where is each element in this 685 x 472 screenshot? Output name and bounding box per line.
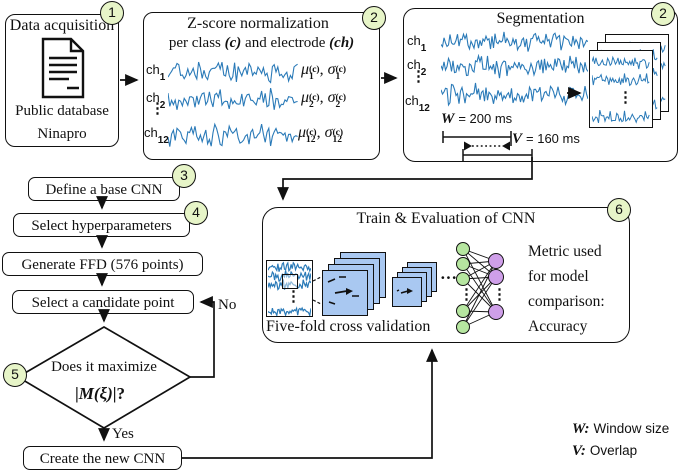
seg-channel-1: ch1 <box>407 33 427 54</box>
nn-output-node <box>488 269 504 285</box>
badge-4: 4 <box>184 201 208 225</box>
document-icon <box>41 37 85 99</box>
train-eval-title: Train & Evaluation of CNN <box>356 210 536 227</box>
public-database-label: Public database <box>15 103 109 119</box>
no-branch-label: No <box>218 297 237 313</box>
arrow-no-loop <box>190 296 215 378</box>
data-acquisition-title: Data acquisition <box>9 17 115 34</box>
emg-trace <box>441 82 588 107</box>
decision-diamond <box>16 326 192 429</box>
nn-input-node <box>456 242 470 256</box>
arrow-seg-to-train <box>277 157 533 201</box>
cdots: ··· <box>440 268 458 287</box>
zscore-subtitle: per class (c) and electrode (ch) <box>168 35 355 51</box>
feature-map-front <box>322 270 368 316</box>
emg-trace <box>168 87 298 110</box>
legend-overlap: V: Overlap <box>572 443 638 459</box>
channel-label-12: ch12 <box>144 125 169 146</box>
mu-sigma-12: μ(c)12, σ(c)12 <box>298 124 344 145</box>
feature-map-front <box>392 277 422 307</box>
mu-sigma-2: μ(c)2, σ(c)2 <box>301 89 347 110</box>
feature-marks <box>327 276 359 305</box>
decision-text-line2: |M(ξ)|? <box>74 384 126 403</box>
ninapro-label: Ninapro <box>37 126 87 142</box>
seg-channel-12: ch12 <box>405 93 430 114</box>
emg-trace <box>441 31 588 52</box>
nn-output-node <box>488 304 504 320</box>
window-size-label: W = 200 ms <box>441 111 513 127</box>
zscore-box <box>143 12 380 160</box>
step-create-new-cnn: Create the new CNN <box>23 446 182 470</box>
segment-frame-front: ⋮ <box>589 50 653 128</box>
nn-output-node <box>488 253 504 269</box>
nn-input-node <box>456 257 470 271</box>
badge-2-segmentation: 2 <box>651 2 675 26</box>
segmentation-title: Segmentation <box>496 10 585 27</box>
feature-marks <box>396 288 413 294</box>
kernel-window <box>282 274 298 289</box>
nn-input-node <box>456 320 470 334</box>
badge-6: 6 <box>607 198 631 222</box>
seg-channel-2: ch2 <box>407 57 427 78</box>
badge-1: 1 <box>100 1 124 25</box>
zscore-title: Z-score normalization <box>187 15 329 32</box>
step-select-hyperparameters: Select hyperparameters <box>13 213 190 237</box>
input-signal-image: ⋮ <box>266 260 313 317</box>
overlap-label: V = 160 ms <box>512 131 580 147</box>
cross-validation-caption: Five-fold cross validation <box>266 318 431 335</box>
channel-label-2: ch2 <box>146 90 166 111</box>
emg-trace <box>168 61 298 84</box>
channel-ellipsis: ⋮ <box>150 101 165 117</box>
emg-trace <box>441 54 588 79</box>
step-select-candidate: Select a candidate point <box>12 290 194 314</box>
decision-text-line1: Does it maximize <box>51 359 157 375</box>
input-ellipsis: ⋮ <box>286 289 301 305</box>
badge-3: 3 <box>172 164 196 188</box>
frame-ellipsis: ⋮ <box>618 90 633 106</box>
nn-input-ellipsis: ⋮ <box>459 287 474 303</box>
step-define-base-cnn: Define a base CNN <box>28 177 180 201</box>
step-generate-ffd: Generate FFD (576 points) <box>2 252 203 276</box>
nn-input-node <box>456 272 470 286</box>
metric-text: Metric used for model comparison: Accura… <box>528 243 605 335</box>
yes-branch-label: Yes <box>112 426 134 442</box>
nn-output-ellipsis: ⋮ <box>492 287 507 303</box>
seg-channel-ellipsis: ⋮ <box>411 69 426 85</box>
emg-trace <box>168 122 298 147</box>
nn-input-node <box>456 304 470 318</box>
badge-5: 5 <box>3 363 27 387</box>
channel-label-1: ch1 <box>146 62 166 83</box>
mu-sigma-1: μ(c)1, σ(c)1 <box>301 61 347 82</box>
badge-2-zscore: 2 <box>362 6 386 30</box>
arrow-create-to-train <box>182 348 438 459</box>
legend-window-size: W: Window size <box>572 421 670 437</box>
